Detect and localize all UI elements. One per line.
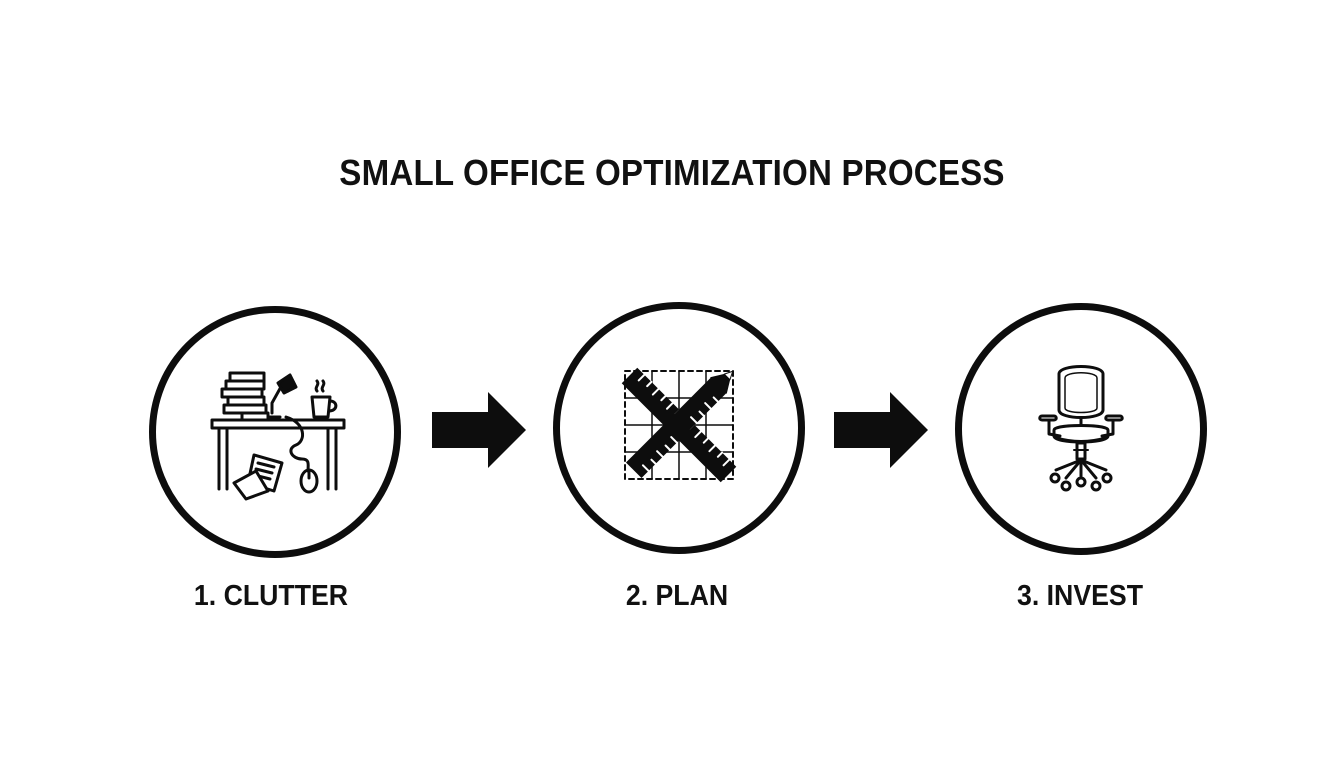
step-1-circle [149, 306, 401, 558]
arrow-right-icon [432, 392, 526, 468]
step-2-label: 2. PLAN [625, 580, 729, 612]
office-chair-icon [1038, 365, 1124, 492]
arrow-right-icon [834, 392, 928, 468]
step-3-label: 3. INVEST [1016, 580, 1144, 612]
step-1-label: 1. CLUTTER [193, 580, 349, 612]
step-3-circle [955, 303, 1207, 555]
diagram-title: SMALL OFFICE OPTIMIZATION PROCESS [339, 152, 1005, 193]
step-2-circle [553, 302, 805, 554]
ruler-pencil-grid-icon [621, 367, 737, 483]
cluttered-desk-icon [210, 371, 346, 501]
